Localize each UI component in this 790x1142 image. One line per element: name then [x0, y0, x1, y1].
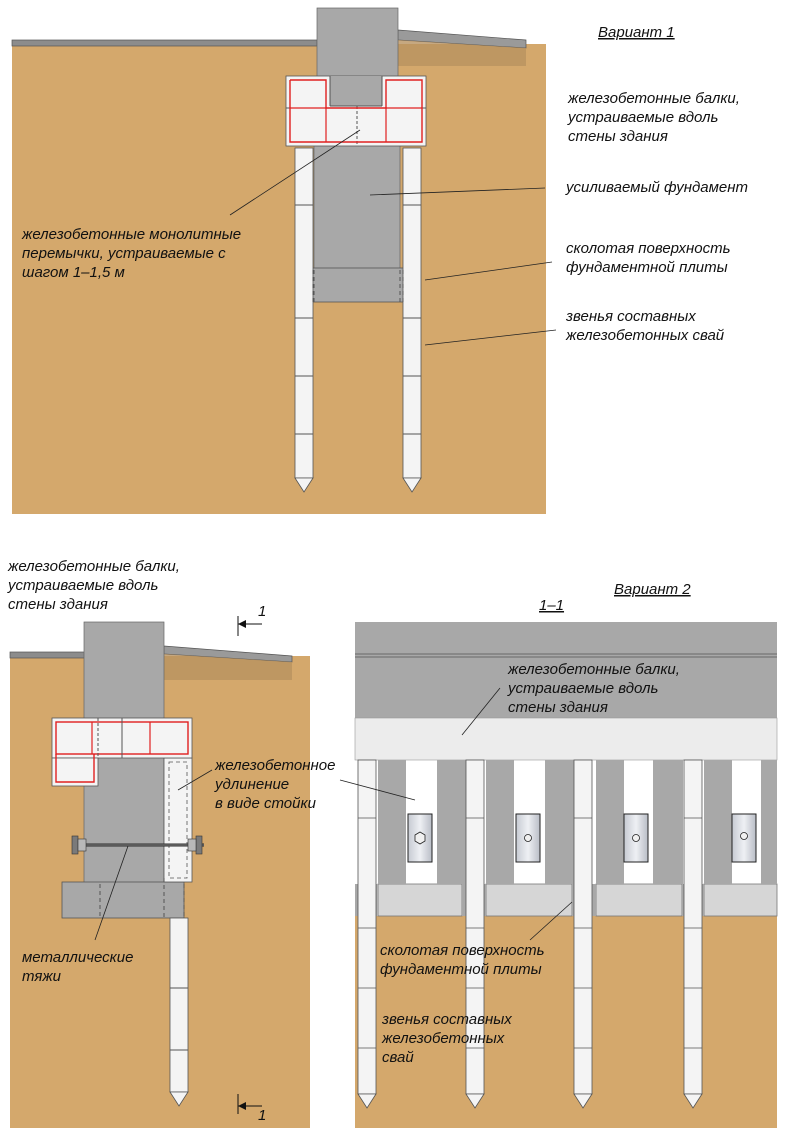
metal-rod-v2	[71, 835, 204, 855]
wall-v2	[83, 621, 165, 723]
soil-v2-right	[355, 915, 777, 1128]
label-piles-v1: звенья составных железобетонных свай	[565, 308, 725, 344]
label-chipped-v2: сколотая поверхность фундаментной плиты	[380, 942, 549, 978]
label-extension-v2: железобетонное удлинение в виде стойки	[214, 757, 340, 812]
section-title: 1–1	[539, 597, 564, 614]
label-beams-v1: железобетонные балки, устраиваемые вдоль…	[567, 90, 744, 145]
variant2-section-1-1	[339, 622, 778, 1128]
label-beams-section: железобетонные балки, устраиваемые вдоль…	[507, 661, 684, 716]
variant1-diagram	[11, 7, 557, 514]
lintel-band-v2	[354, 717, 778, 761]
variant1-title: Вариант 1	[598, 24, 675, 41]
leader-rods-v2	[94, 845, 129, 941]
variant2-cross-section: 1 1	[9, 603, 310, 1128]
section-mark-top	[237, 616, 262, 636]
section-mark-bottom	[237, 1094, 262, 1114]
leader-extension-v2	[177, 769, 213, 791]
ground-surface-left-v1	[11, 39, 318, 47]
leader-beams-section	[461, 687, 501, 736]
leader-chipped-v1	[424, 261, 553, 281]
leader-chipped-section	[529, 901, 573, 941]
extension-column-v2	[163, 757, 193, 883]
pile-right-v1	[402, 147, 422, 493]
soil-v1	[12, 44, 546, 514]
label-beams-v2-top: железобетонные балки, устраиваемые вдоль…	[7, 558, 184, 613]
foundation-slab-v2	[61, 881, 185, 919]
pile-v2-left	[169, 917, 189, 1107]
beam-assembly-v1	[285, 75, 427, 147]
label-foundation-v1: усиливаемый фундамент	[565, 179, 748, 196]
ground-surface-left-v2	[9, 651, 86, 659]
leader-lintels-v1	[229, 129, 361, 216]
beam-v2	[51, 717, 193, 787]
section-mark-bottom-label: 1	[258, 1107, 266, 1124]
variant2-title: Вариант 2	[614, 581, 691, 598]
section-mark-top-label: 1	[258, 603, 266, 620]
leader-foundation-v1	[369, 187, 546, 196]
label-rods-v2: металлические тяжи	[22, 949, 138, 985]
leader-piles-v1	[424, 329, 557, 346]
label-lintels-v1: железобетонные монолитные перемычки, уст…	[21, 226, 245, 281]
leader-extension-section	[339, 779, 416, 801]
label-piles-v2: звенья составных железобетонных свай	[381, 1011, 516, 1066]
label-chipped-v1: сколотая поверхность фундаментной плиты	[566, 240, 735, 276]
beam-band-v2	[355, 622, 777, 728]
blind-area-shadow-v1	[398, 40, 526, 66]
piles-section	[357, 759, 703, 1109]
anchor-plates	[407, 813, 757, 863]
pile-left-v1	[294, 147, 314, 493]
